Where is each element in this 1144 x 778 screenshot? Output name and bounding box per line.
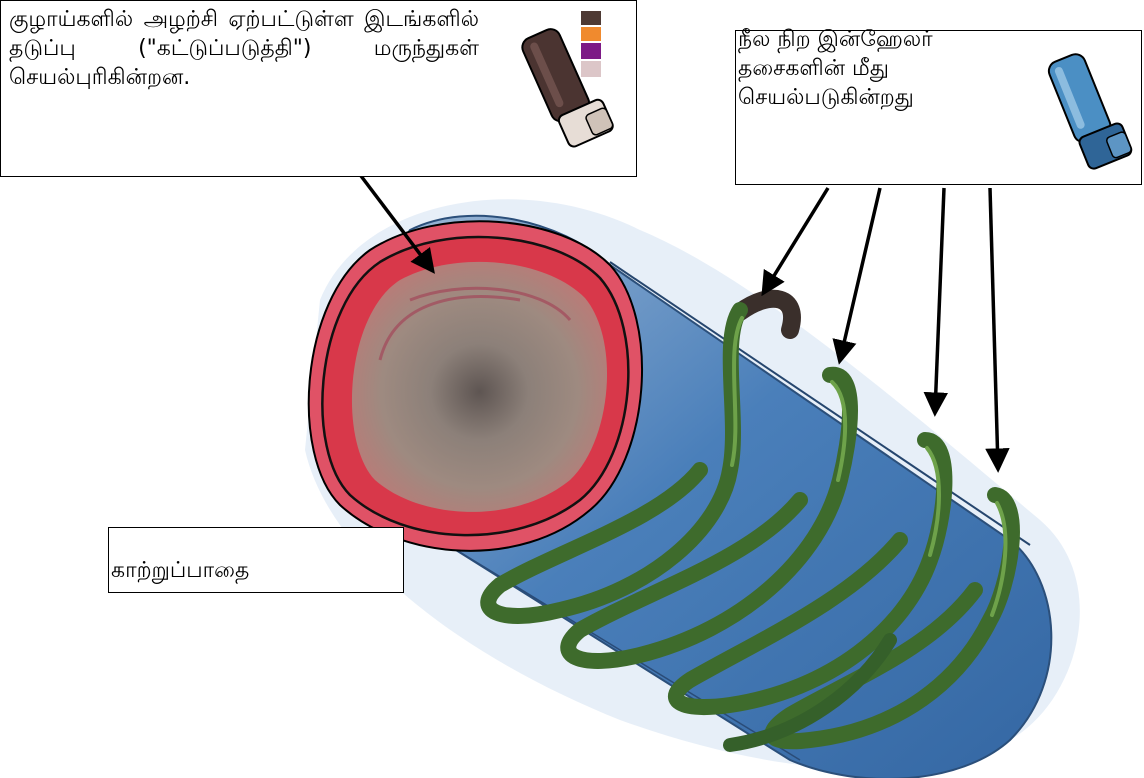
lumen (352, 262, 607, 512)
airway-label-callout: காற்றுப்பாதை (108, 527, 404, 593)
controller-medicine-text: குழாய்களில் அழற்சி ஏற்பட்டுள்ள இடங்களில்… (9, 5, 479, 92)
reliever-inhaler-text: நீல நிற இன்ஹேலர் தசைகளின் மீது செயல்படுக… (738, 25, 1028, 112)
color-swatches-icon (579, 9, 605, 81)
arrow-to-ring-4 (990, 188, 998, 468)
airway-cross-section (309, 221, 642, 551)
airway-label-text: காற்றுப்பாதை (111, 558, 249, 584)
arrow-to-ring-1 (764, 188, 828, 292)
arrow-to-ring-2 (840, 188, 880, 360)
blue-inhaler-icon (1036, 47, 1140, 175)
arrow-to-ring-3 (935, 188, 944, 412)
reliever-inhaler-callout: நீல நிற இன்ஹேலர் தசைகளின் மீது செயல்படுக… (735, 30, 1142, 185)
controller-medicine-callout: குழாய்களில் அழற்சி ஏற்பட்டுள்ள இடங்களில்… (0, 0, 637, 177)
